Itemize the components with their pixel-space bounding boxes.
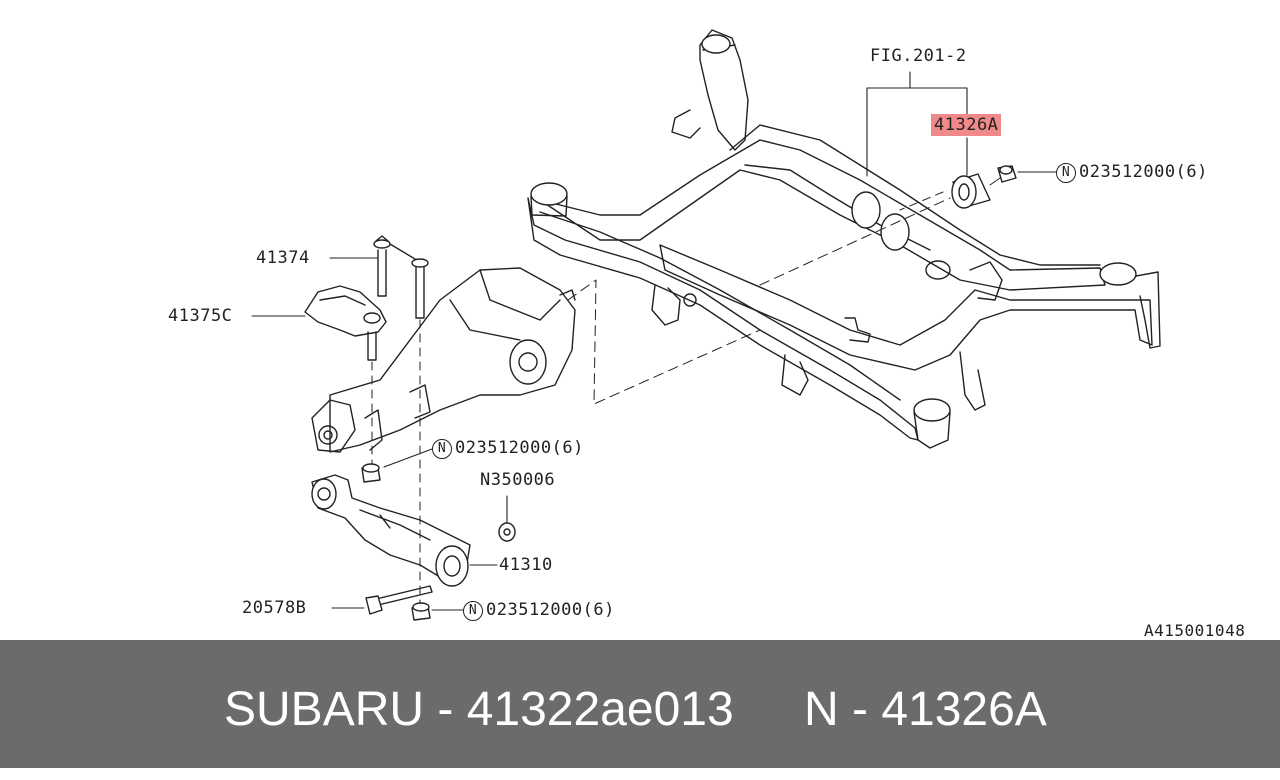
footer-banner: SUBARU - 41322ae013 N - 41326A (0, 640, 1280, 768)
lower-arm (311, 474, 516, 621)
circled-n-icon: N (1056, 163, 1076, 183)
part-41310-label: 41310 (499, 555, 553, 575)
fig-reference-label: FIG.201-2 (870, 46, 967, 66)
drawing-code-label: A415001048 (1144, 621, 1246, 640)
nut-mid-number: 023512000(6) (455, 438, 584, 458)
part-20578b-label: 20578B (242, 598, 307, 618)
leader-lines (251, 71, 1057, 611)
circled-n-icon: N (432, 439, 452, 459)
oem-part-number: N - 41326A (804, 683, 1047, 736)
highlighted-part-text: 41326A (931, 114, 1002, 136)
part-41375c-label: 41375C (168, 306, 233, 326)
differential (311, 267, 576, 453)
nut-bottom-number: 023512000(6) (486, 600, 615, 620)
part-n350006-label: N350006 (480, 470, 556, 490)
bushing-41326a (899, 165, 1017, 211)
mount-bolts (304, 235, 429, 611)
subframe-drawing (251, 29, 1161, 621)
brand-part-number: SUBARU - 41322ae013 (224, 683, 734, 736)
rear-subframe (527, 29, 1161, 449)
nut-top-number: 023512000(6) (1079, 162, 1208, 182)
part-41374-label: 41374 (256, 248, 310, 268)
circled-n-icon: N (463, 601, 483, 621)
highlighted-part-label: 41326A (931, 114, 1002, 136)
